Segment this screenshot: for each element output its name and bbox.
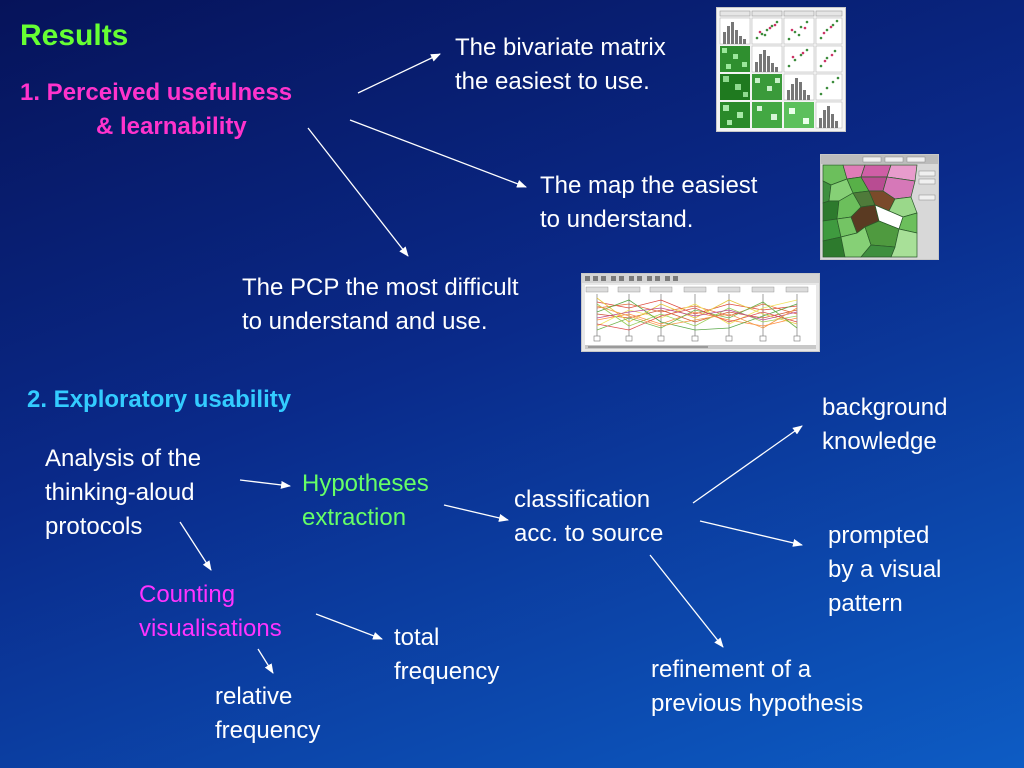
section1-heading-line1: 1. Perceived usefulness (20, 79, 293, 106)
arrow-to-bivariate (357, 53, 441, 94)
arrow-to-pcp (307, 127, 409, 257)
bivariate-line1: The bivariate matrix (455, 34, 666, 61)
prompted-line3: pattern (828, 590, 903, 617)
analysis-line2: thinking-aloud (45, 479, 195, 506)
pcp-line1: The PCP the most difficult (242, 274, 519, 301)
arrow-to-counting (179, 521, 212, 571)
prompted-line2: by a visual (828, 556, 942, 583)
arrow-to-map (349, 119, 527, 188)
arrow-to-classification (443, 504, 509, 522)
background-line2: knowledge (822, 428, 937, 455)
total-line1: total (394, 624, 440, 651)
bivariate-line2: the easiest to use. (455, 68, 650, 95)
parallel-coordinates-thumbnail (581, 273, 820, 352)
map-line1: The map the easiest (540, 172, 758, 199)
classification-line2: acc. to source (514, 520, 664, 547)
counting-line2: visualisations (139, 615, 282, 642)
arrow-to-prompted (699, 520, 803, 547)
classification-line1: classification (514, 486, 651, 513)
analysis-line3: protocols (45, 513, 143, 540)
hypotheses-line2: extraction (302, 504, 407, 531)
section2-heading: 2. Exploratory usability (27, 386, 292, 413)
voronoi-map-thumbnail (820, 154, 939, 260)
refinement-line2: previous hypothesis (651, 690, 864, 717)
arrow-to-hypotheses (239, 479, 291, 489)
pcp-line2: to understand and use. (242, 308, 488, 335)
relative-line2: frequency (215, 717, 321, 744)
arrow-to-background (692, 425, 803, 504)
map-line2: to understand. (540, 206, 694, 233)
arrow-to-total (315, 613, 383, 640)
arrow-to-refinement (649, 554, 724, 648)
prompted-line1: prompted (828, 522, 930, 549)
analysis-line1: Analysis of the (45, 445, 202, 472)
hypotheses-line1: Hypotheses (302, 470, 429, 497)
refinement-line1: refinement of a (651, 656, 812, 683)
relative-line1: relative (215, 683, 293, 710)
background-line1: background (822, 394, 948, 421)
page-title: Results (20, 19, 129, 52)
arrow-to-relative (257, 648, 274, 674)
counting-line1: Counting (139, 581, 236, 608)
total-line2: frequency (394, 658, 500, 685)
section1-heading-line2: & learnability (96, 113, 247, 140)
scatterplot-matrix-thumbnail (716, 7, 846, 132)
